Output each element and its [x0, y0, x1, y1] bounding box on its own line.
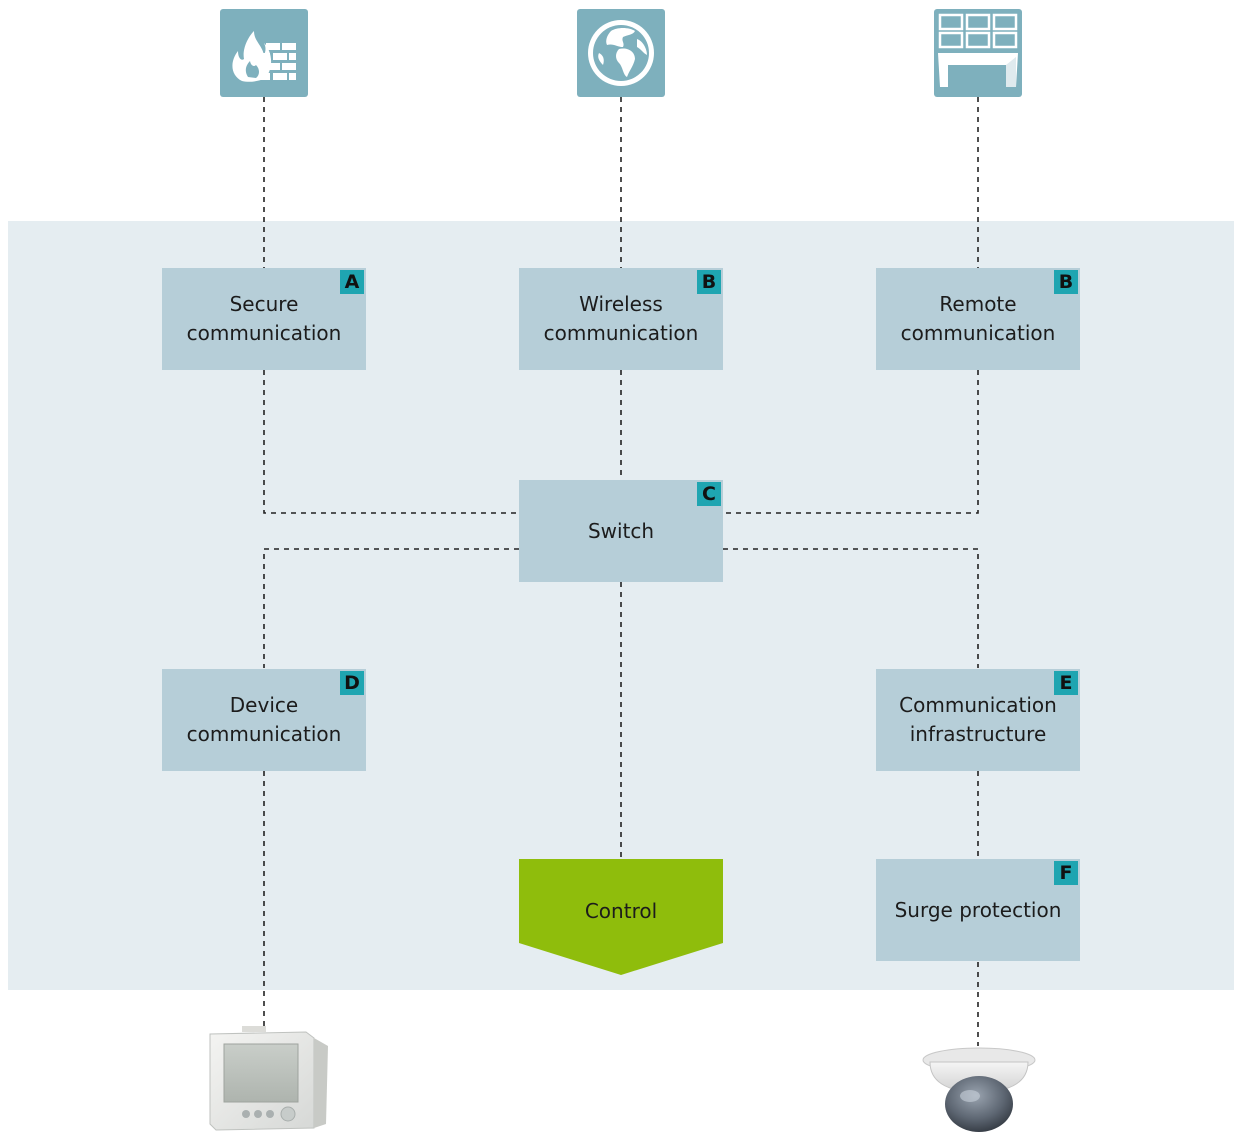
node-label-line2: communication [186, 722, 342, 746]
globe-icon [577, 9, 665, 97]
wireless-communication-node: Wireless communication B [519, 268, 723, 370]
node-label-line1: Communication [899, 693, 1057, 717]
node-label-line2: communication [543, 321, 699, 345]
node-label: Switch [587, 518, 655, 543]
badge-e: E [1054, 671, 1078, 695]
secure-communication-node: Secure communication A [162, 268, 366, 370]
control-label: Control [584, 899, 658, 923]
badge-b: B [1054, 270, 1078, 294]
link-switch-device [263, 548, 519, 668]
control-node: Control [519, 859, 723, 975]
node-label-line1: Device [229, 693, 299, 717]
switch-node: Switch C [519, 480, 723, 582]
node-label-line1: Wireless [579, 292, 663, 316]
remote-communication-node: Remote communication B [876, 268, 1080, 370]
link-secure-switch [263, 370, 519, 514]
device-communication-node: Device communication D [162, 669, 366, 771]
node-label-line1: Secure [229, 292, 299, 316]
firewall-icon [220, 9, 308, 97]
badge-b: B [697, 270, 721, 294]
surge-protection-node: Surge protection F [876, 859, 1080, 961]
node-label-line2: communication [186, 321, 342, 345]
communication-infrastructure-node: Communication infrastructure E [876, 669, 1080, 771]
link-remote-switch [723, 370, 979, 514]
badge-f: F [1054, 861, 1078, 885]
node-label-line2: infrastructure [909, 722, 1047, 746]
badge-a: A [340, 270, 364, 294]
badge-d: D [340, 671, 364, 695]
node-label-line2: communication [900, 321, 1056, 345]
video-wall-icon [934, 9, 1022, 97]
node-label: Surge protection [894, 897, 1062, 922]
node-label-line1: Remote [939, 292, 1017, 316]
link-switch-infra [723, 548, 979, 668]
dome-camera-device [920, 1040, 1038, 1132]
badge-c: C [697, 482, 721, 506]
power-meter-device [202, 1024, 332, 1132]
